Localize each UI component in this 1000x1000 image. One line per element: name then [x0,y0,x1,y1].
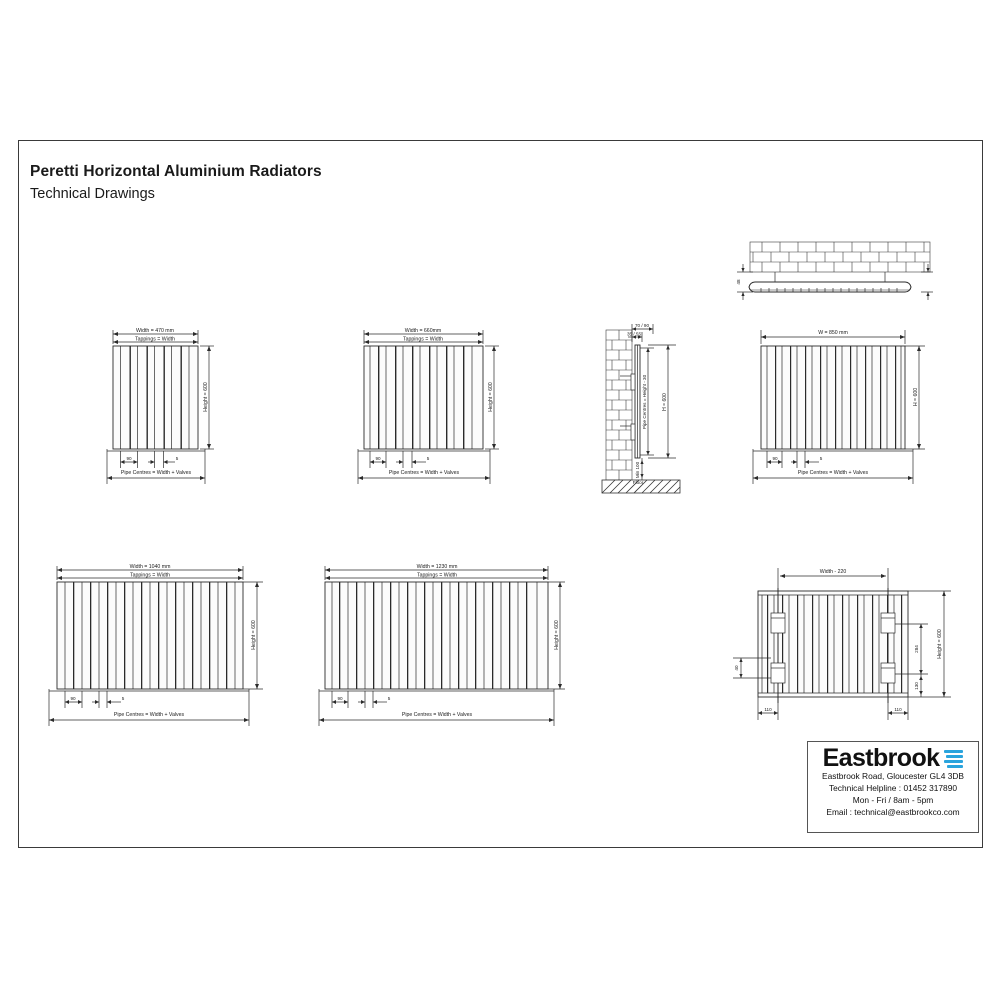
height-label-1230: Height = 600 [554,620,560,650]
dim-40-label: 40 [734,665,739,671]
dim-90-label-470: 90 [126,456,132,461]
company-logo: Eastbrook [823,746,964,771]
height-label-1040: Height = 600 [251,620,257,650]
tappings-label-470: Tappings = Width [135,337,175,343]
dim-5-label-660: 5 [427,456,430,461]
height-label-470: Height = 600 [203,382,209,412]
company-hours: Mon - Fri / 8am - 5pm [852,794,934,805]
height-label-850: H = 600 [913,388,919,406]
dim-90-label-660: 90 [375,456,381,461]
dim-284-label: 284 [914,645,919,653]
drawing-front-470: Width = 470 mm Tappings = Width Height =… [95,322,235,497]
dim-5-label-1040: 5 [122,696,125,701]
pipe-centres-label-850: Pipe Centres = Width + Valves [798,470,869,476]
drawing-front-1040: Width = 1040 mm Tappings = Width Height … [35,558,285,738]
page-subtitle: Technical Drawings [30,186,155,202]
wall-top-label: 70 / 90 [635,323,649,328]
dim-90-label-850: 90 [772,456,778,461]
tappings-label-660: Tappings = Width [403,337,443,343]
dim-90-label-1040: 90 [70,696,76,701]
company-name: Eastbrook [822,744,940,772]
wall-min-label: Min 100 [635,461,640,478]
width-label-660: Width = 660mm [405,328,441,334]
dim-5-label-1230: 5 [388,696,391,701]
page-title: Peretti Horizontal Aluminium Radiators [30,163,322,180]
width-label-rear: Width - 220 [820,569,847,575]
dim-90-label-1230: 90 [337,696,343,701]
company-email: Email : technical@eastbrookco.com [826,806,960,817]
dim-5-label-850: 5 [820,456,823,461]
eastbrook-bars-icon [944,749,964,768]
pipe-centres-label-660: Pipe Centres = Width + Valves [389,470,460,476]
drawing-wall-section: 70 / 90 35 / 55 Pipe Centres = Height - … [598,318,703,500]
drawing-front-1230: Width = 1230 mm Tappings = Width Height … [315,558,570,738]
drawing-front-850: W = 850 mm H = 600 90 5 [745,322,940,497]
width-label-850: W = 850 mm [818,330,848,336]
width-label-470: Width = 470 mm [136,328,174,334]
depth-label-48: 48 [736,279,741,285]
height-label-660: Height = 600 [488,382,494,412]
tappings-label-1040: Tappings = Width [130,573,170,579]
width-label-1230: Width = 1230 mm [417,564,458,570]
dim-110-left-label: 110 [764,707,772,712]
dim-5-label-470: 5 [176,456,179,461]
pipe-centres-label-1230: Pipe Centres = Width + Valves [402,712,473,718]
dim-110-right-label: 110 [894,707,902,712]
tappings-label-1230: Tappings = Width [417,573,457,579]
wall-floor-label: Floor [633,480,644,485]
height-label-rear: Height = 600 [937,629,943,659]
wall-sub-label: 35 / 55 [627,332,641,337]
width-label-1040: Width = 1040 mm [130,564,171,570]
company-helpline: Technical Helpline : 01452 317890 [828,782,958,793]
dim-130-label: 130 [914,682,919,690]
company-address: Eastbrook Road, Gloucester GL4 3DB [822,771,964,781]
pipe-centres-label-470: Pipe Centres = Width + Valves [121,470,192,476]
drawing-front-660: Width = 660mm Tappings = Width Height = … [350,322,515,497]
wall-pipe-centres-label: Pipe Centres = Height - 30 [642,374,647,429]
company-info-box: Eastbrook Eastbrook Road, Gloucester GL4… [807,741,979,833]
drawing-top-profile: 48 [725,238,940,300]
wall-height-label: H = 600 [662,393,668,411]
pipe-centres-label-1040: Pipe Centres = Width + Valves [114,712,185,718]
drawing-rear-brackets: Width - 220 [723,558,958,726]
